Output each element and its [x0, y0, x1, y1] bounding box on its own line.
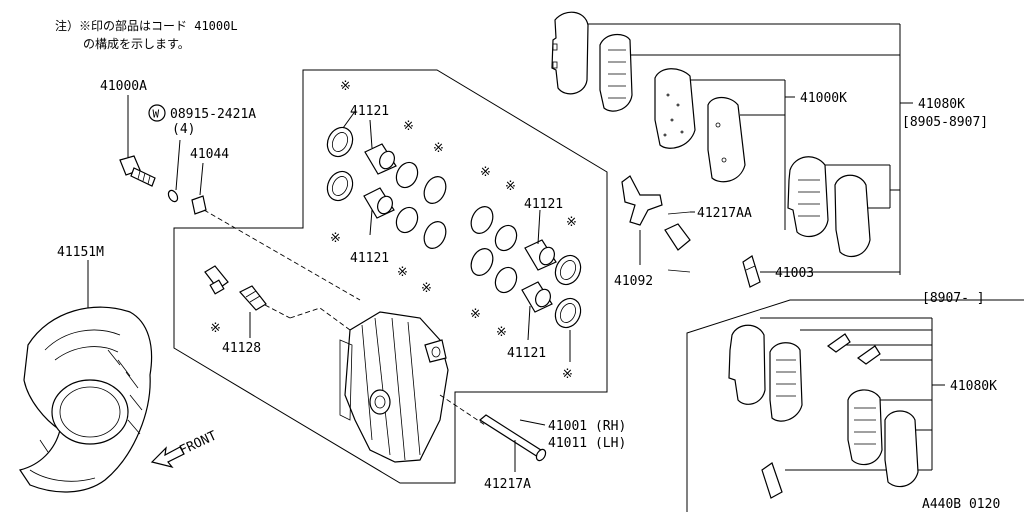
brake-pads-set-a	[551, 11, 746, 183]
spring-41217aa	[664, 211, 695, 273]
piston-group-right	[470, 206, 582, 362]
label-41151m: 41151M	[57, 245, 104, 260]
note-line-2: の構成を示します。	[83, 37, 190, 51]
asterisk-4: ※	[330, 231, 341, 246]
diagram-code: A440B 0120	[922, 497, 1000, 512]
bolt-41000a	[119, 95, 156, 187]
wear-indicator-41003	[742, 255, 761, 288]
caliper-body	[339, 311, 486, 463]
back-plate-41151m	[19, 260, 153, 493]
label-41121-b: 41121	[350, 251, 389, 266]
note-line-1: 注）※印の部品はコード 41000L	[55, 18, 238, 33]
brake-pads-set-b	[728, 324, 919, 499]
label-41092: 41092	[614, 274, 653, 289]
bleeder-41128	[204, 265, 351, 338]
asterisk-3: ※	[433, 141, 444, 156]
asterisk-41128: ※	[210, 321, 221, 336]
label-date-b: [8907- ]	[922, 291, 985, 306]
asterisk-7: ※	[480, 165, 491, 180]
asterisk-6: ※	[421, 281, 432, 296]
asterisk-marks: ※ ※ ※ ※ ※ ※ ※ ※ ※ ※ ※ ※	[330, 79, 577, 382]
label-41000a: 41000A	[100, 79, 147, 94]
leader-41001	[519, 419, 546, 426]
label-41128: 41128	[222, 341, 261, 356]
asterisk-10: ※	[470, 307, 481, 322]
label-41121-a: 41121	[350, 104, 389, 119]
label-41121-c: 41121	[524, 197, 563, 212]
label-41003: 41003	[775, 266, 814, 281]
label-front: FRONT	[177, 428, 219, 458]
label-41121-d: 41121	[507, 346, 546, 361]
asterisk-1: ※	[340, 79, 351, 94]
front-arrow-icon	[150, 446, 185, 469]
label-41044: 41044	[190, 147, 229, 162]
label-date-a: [8905-8907]	[902, 115, 988, 130]
brake-shims-set-a	[787, 156, 871, 258]
caliper-assembly-frame	[173, 69, 608, 484]
asterisk-8: ※	[505, 179, 516, 194]
asterisk-12: ※	[562, 367, 573, 382]
label-41000k: 41000K	[800, 91, 847, 106]
plate-41044	[191, 162, 361, 301]
w-circle-icon	[148, 104, 166, 122]
pad-kit-frame-b	[686, 299, 1024, 512]
label-41080k-a: 41080K	[918, 97, 965, 112]
w-mark: W	[153, 108, 160, 121]
pin-41217a	[478, 414, 547, 472]
asterisk-5: ※	[397, 265, 408, 280]
piston-group-left	[326, 109, 447, 249]
label-41001: 41001 (RH)	[548, 419, 626, 434]
washer-08915: W	[148, 104, 181, 203]
label-41217a: 41217A	[484, 477, 531, 492]
label-08915-qty: (4)	[172, 122, 195, 137]
clip-41092	[621, 175, 663, 265]
asterisk-11: ※	[496, 325, 507, 340]
asterisk-2: ※	[403, 119, 414, 134]
label-41011: 41011 (LH)	[548, 436, 626, 451]
label-41080k-b: 41080K	[950, 379, 997, 394]
asterisk-9: ※	[566, 215, 577, 230]
label-08915: 08915-2421A	[170, 107, 256, 122]
label-41217aa: 41217AA	[697, 206, 752, 221]
